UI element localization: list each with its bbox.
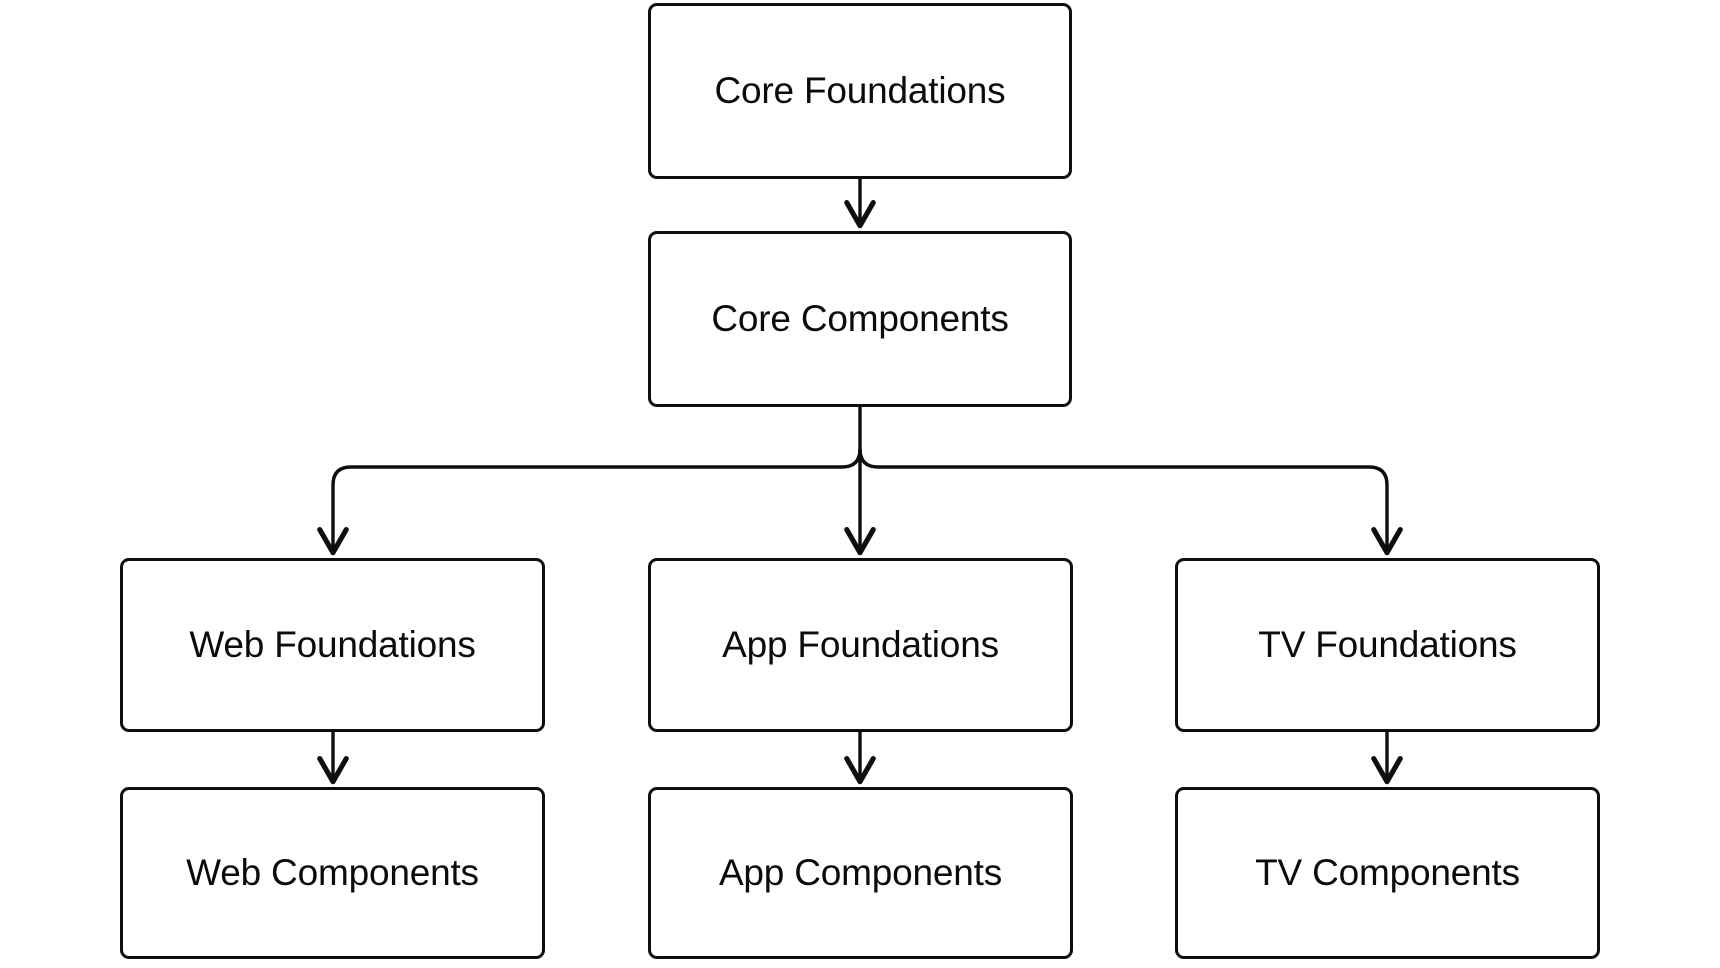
node-label-core-components: Core Components: [711, 297, 1009, 339]
node-label-tv-components: TV Components: [1255, 851, 1520, 893]
node-tv-foundations[interactable]: TV Foundations: [1175, 558, 1600, 732]
node-label-app-components: App Components: [718, 851, 1003, 893]
node-tv-components[interactable]: TV Components: [1175, 787, 1600, 959]
node-label-core-foundations: Core Foundations: [714, 69, 1006, 111]
node-app-components[interactable]: App Components: [648, 787, 1073, 959]
node-label-web-foundations: Web Foundations: [189, 623, 476, 665]
node-app-foundations[interactable]: App Foundations: [648, 558, 1073, 732]
edge-core-components-to-web-foundations: [317, 448, 862, 556]
node-core-components[interactable]: Core Components: [648, 231, 1072, 407]
node-label-web-components: Web Components: [186, 851, 479, 893]
edge-core-components-to-tv-foundations: [858, 448, 1403, 556]
node-web-components[interactable]: Web Components: [120, 787, 545, 959]
node-label-app-foundations: App Foundations: [722, 623, 999, 665]
node-core-foundations[interactable]: Core Foundations: [648, 3, 1072, 179]
node-web-foundations[interactable]: Web Foundations: [120, 558, 545, 732]
node-label-tv-foundations: TV Foundations: [1258, 623, 1517, 665]
